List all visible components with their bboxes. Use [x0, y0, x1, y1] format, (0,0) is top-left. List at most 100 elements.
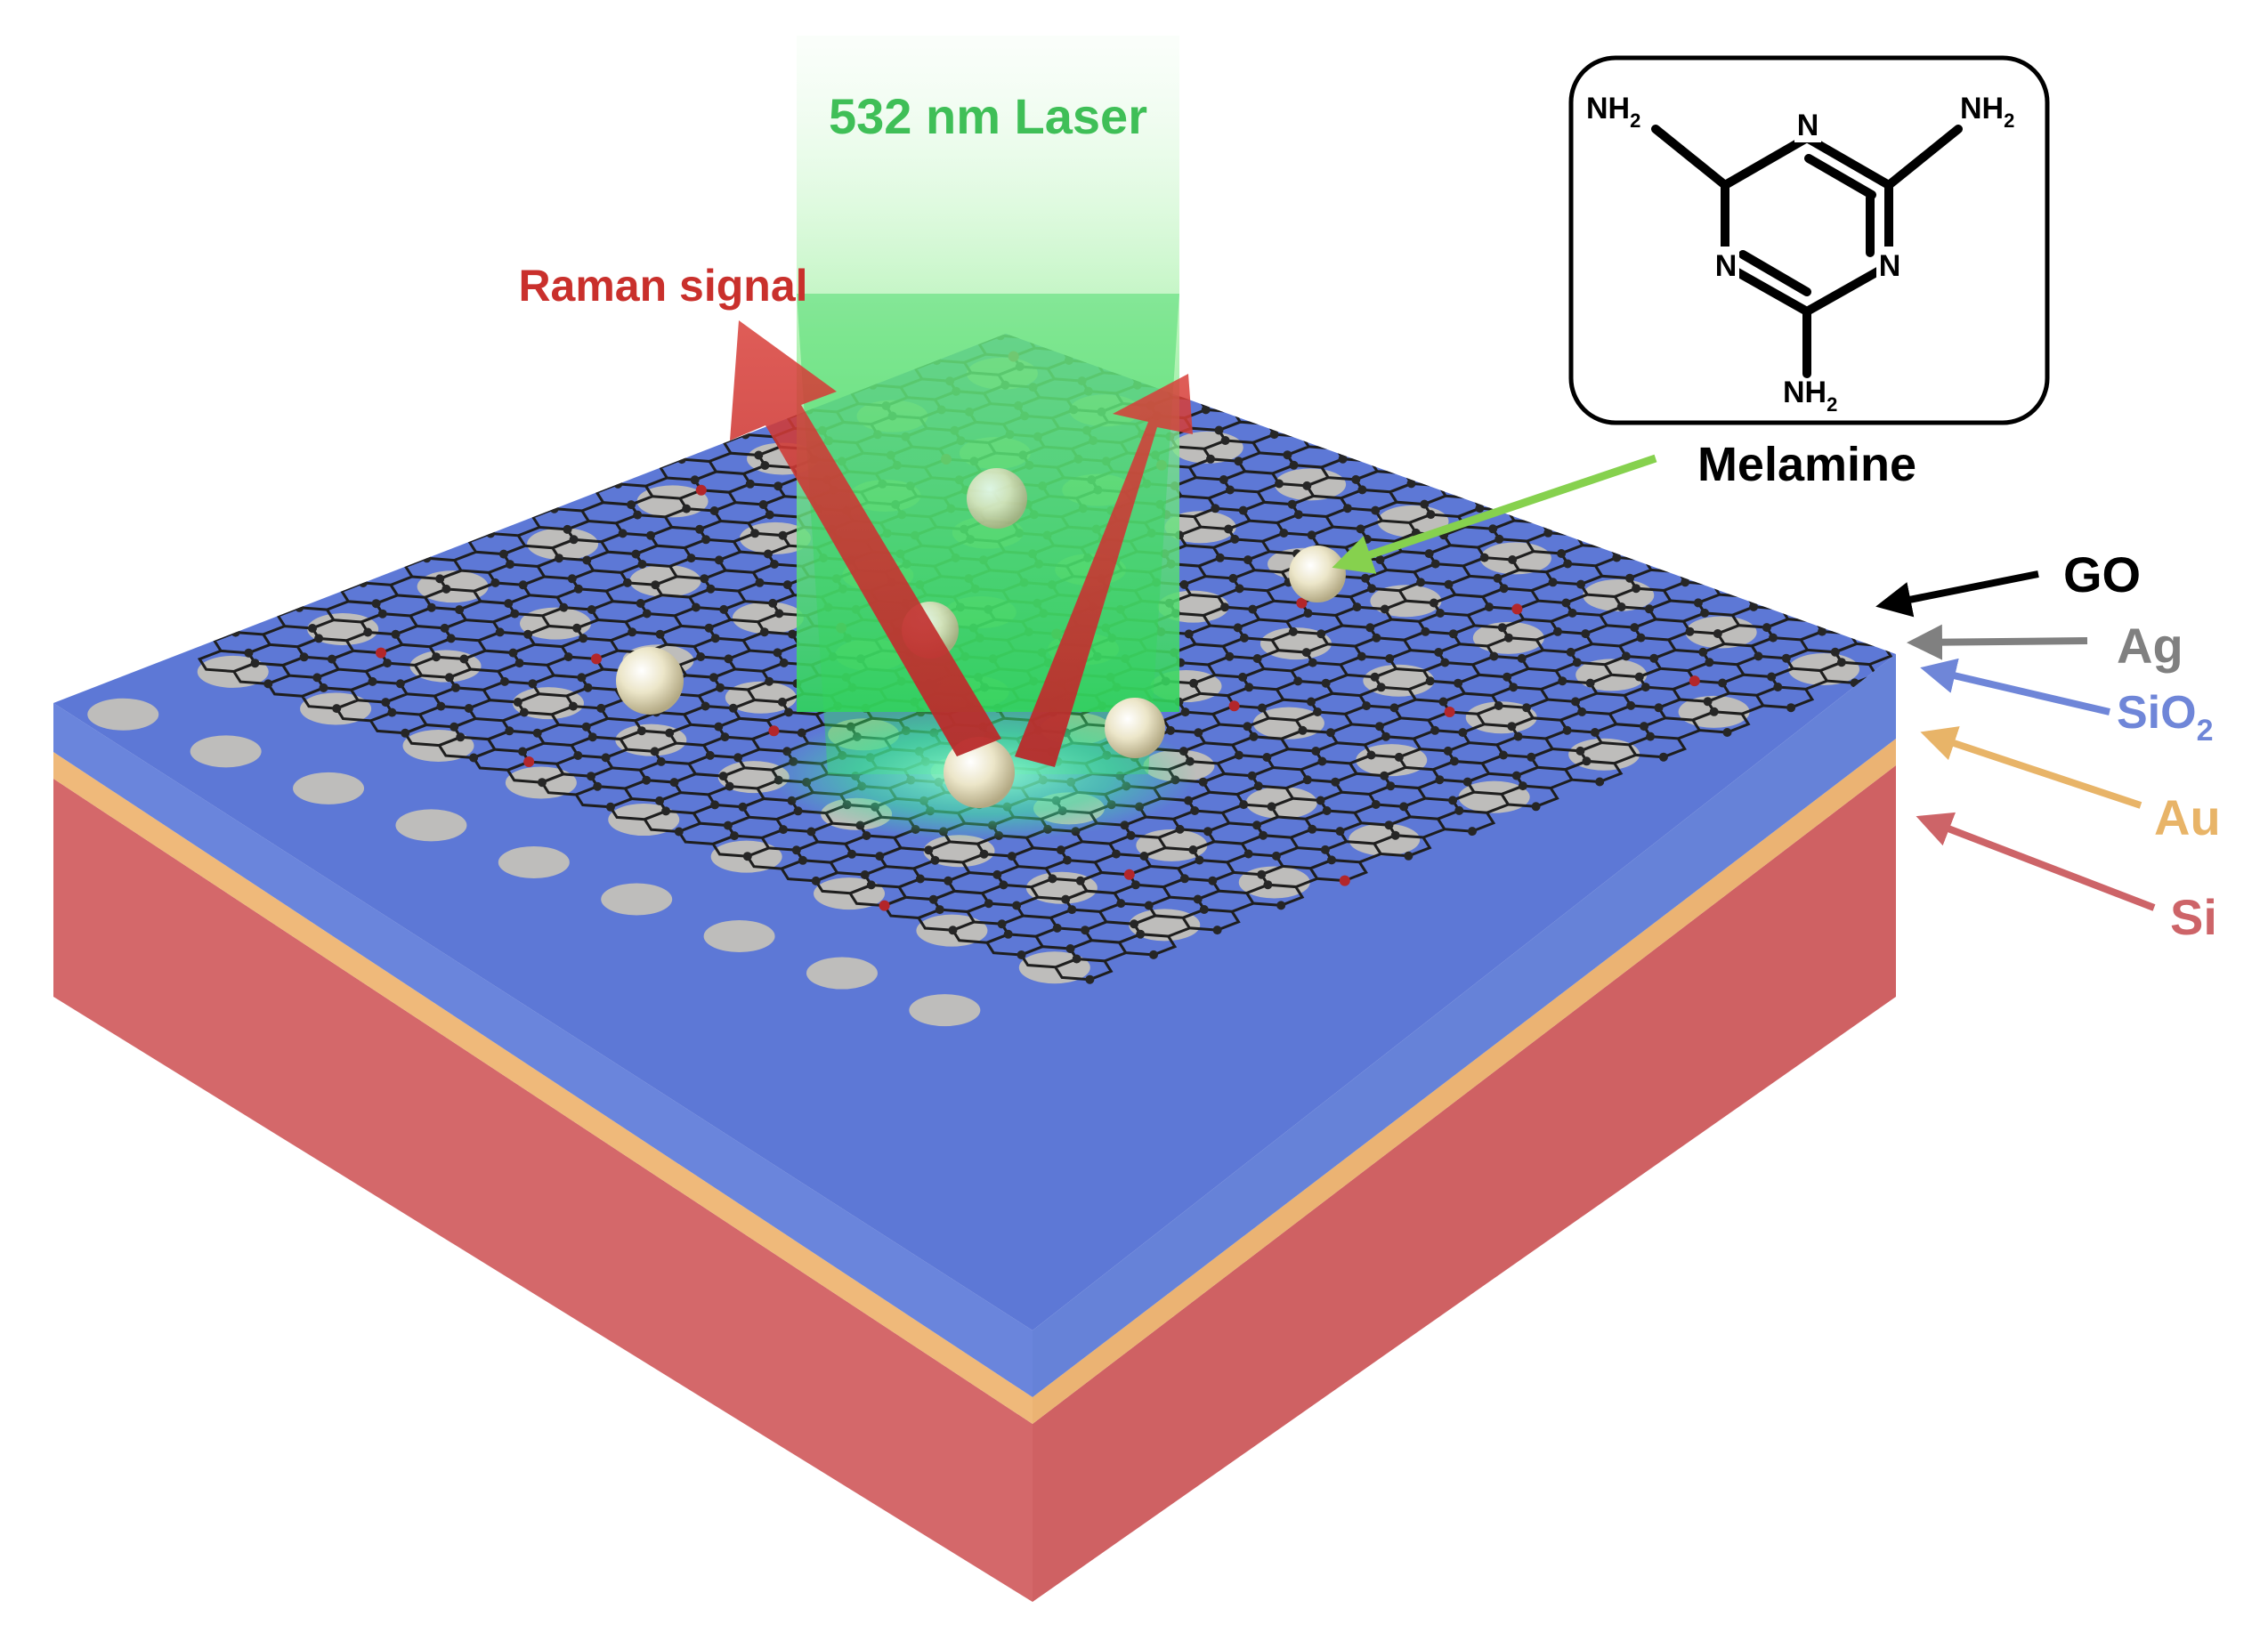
- carbon-atom: [1511, 771, 1521, 780]
- carbon-atom: [709, 506, 719, 515]
- carbon-atom: [1722, 728, 1732, 737]
- carbon-atom: [1384, 821, 1394, 830]
- ag-nanoparticle: [190, 735, 262, 768]
- carbon-atom: [1208, 876, 1218, 885]
- carbon-atom: [642, 775, 652, 785]
- ring-atoms: N N N: [1713, 107, 1903, 283]
- carbon-atom: [784, 707, 793, 717]
- carbon-atom: [1435, 775, 1445, 785]
- carbon-atom: [358, 578, 368, 587]
- carbon-atom: [500, 676, 509, 686]
- carbon-atom: [1386, 781, 1396, 791]
- au-layer-right: [1033, 739, 1896, 1424]
- carbon-atom: [628, 627, 637, 637]
- carbon-atom: [569, 701, 578, 711]
- carbon-atom: [733, 753, 743, 763]
- carbon-atom: [1567, 608, 1577, 618]
- carbon-atom: [1112, 849, 1121, 859]
- carbon-atom: [1193, 894, 1203, 904]
- carbon-atom: [714, 722, 724, 732]
- carbon-atom: [1649, 653, 1659, 663]
- carbon-atom: [709, 673, 718, 683]
- carbon-atom: [1380, 771, 1389, 780]
- carbon-atom: [1449, 756, 1459, 766]
- carbon-atom: [1139, 852, 1149, 861]
- ag-nanoparticle: [87, 698, 159, 731]
- carbon-atom: [1238, 505, 1248, 515]
- carbon-atom: [327, 654, 336, 664]
- carbon-atom: [1426, 510, 1436, 520]
- si-layer-right: [1033, 765, 1896, 1602]
- carbon-atom: [1130, 880, 1140, 890]
- carbon-atom: [244, 648, 254, 658]
- carbon-atom: [1436, 609, 1445, 618]
- carbon-atom: [263, 679, 273, 689]
- carbon-atom: [436, 701, 446, 711]
- carbon-atom: [1189, 678, 1198, 688]
- carbon-atom: [486, 529, 496, 538]
- carbon-atom: [655, 629, 665, 639]
- carbon-atom: [1225, 485, 1235, 495]
- carbon-atom: [1595, 777, 1605, 787]
- carbon-atom: [682, 504, 692, 513]
- carbon-atom: [755, 578, 765, 587]
- carbon-atom: [519, 707, 529, 717]
- carbon-atom: [1238, 672, 1248, 682]
- carbon-atom: [1267, 802, 1276, 812]
- carbon-atom: [1754, 651, 1763, 661]
- sio2-label: SiO2: [2117, 687, 2214, 748]
- oxygen-atom: [1689, 675, 1700, 687]
- carbon-atom: [1322, 806, 1332, 815]
- carbon-atom: [435, 574, 445, 584]
- carbon-atom: [935, 905, 944, 915]
- carbon-atom: [791, 845, 801, 855]
- carbon-atom: [1575, 746, 1585, 756]
- carbon-atom: [1434, 648, 1444, 657]
- carbon-atom: [1072, 954, 1081, 964]
- carbon-atom: [1262, 753, 1272, 762]
- carbon-atom: [1630, 623, 1640, 633]
- carbon-atom: [674, 827, 684, 837]
- carbon-atom: [1180, 707, 1190, 717]
- carbon-atom: [1489, 651, 1499, 661]
- ag-nanoparticle: [601, 883, 673, 916]
- carbon-atom: [582, 555, 592, 565]
- carbon-atom: [700, 574, 709, 584]
- carbon-atom: [1081, 926, 1090, 935]
- carbon-atom: [1199, 905, 1209, 914]
- carbon-atom: [618, 529, 628, 538]
- sio2-layer-left: [53, 703, 1033, 1397]
- carbon-atom: [577, 673, 587, 683]
- carbon-atom: [1646, 732, 1656, 741]
- carbon-atom: [1269, 430, 1279, 440]
- carbon-atom: [1179, 579, 1189, 589]
- carbon-atom: [1430, 559, 1440, 569]
- carbon-atom: [1468, 827, 1477, 837]
- carbon-atom: [1194, 728, 1203, 738]
- carbon-atom: [387, 707, 397, 717]
- carbon-atom: [383, 659, 393, 668]
- carbon-atom: [504, 599, 514, 609]
- carbon-atom: [451, 683, 460, 692]
- carbon-atom: [1307, 530, 1316, 540]
- layer-legend: GO Ag SiO2 Au Si: [1875, 546, 2221, 945]
- melamine-label: Melamine: [1697, 438, 1916, 491]
- carbon-atom: [728, 703, 738, 713]
- oxygen-atom: [1511, 603, 1523, 615]
- raman-arrow-right: [1015, 374, 1193, 767]
- carbon-atom: [312, 673, 322, 683]
- melamine-sphere: [1105, 698, 1165, 758]
- carbon-atom: [696, 652, 706, 661]
- ag-nanoparticle: [909, 994, 981, 1027]
- carbon-atom: [1454, 678, 1463, 688]
- carbon-atom: [455, 605, 465, 615]
- carbon-atom: [773, 648, 782, 658]
- carbon-atom: [1531, 802, 1541, 812]
- carbon-atom: [490, 578, 500, 587]
- carbon-atom: [401, 728, 410, 738]
- carbon-atom: [456, 732, 466, 742]
- carbon-atom: [1479, 553, 1489, 562]
- carbon-atom: [1335, 827, 1345, 837]
- carbon-atom: [523, 629, 533, 639]
- carbon-atom: [1376, 683, 1386, 692]
